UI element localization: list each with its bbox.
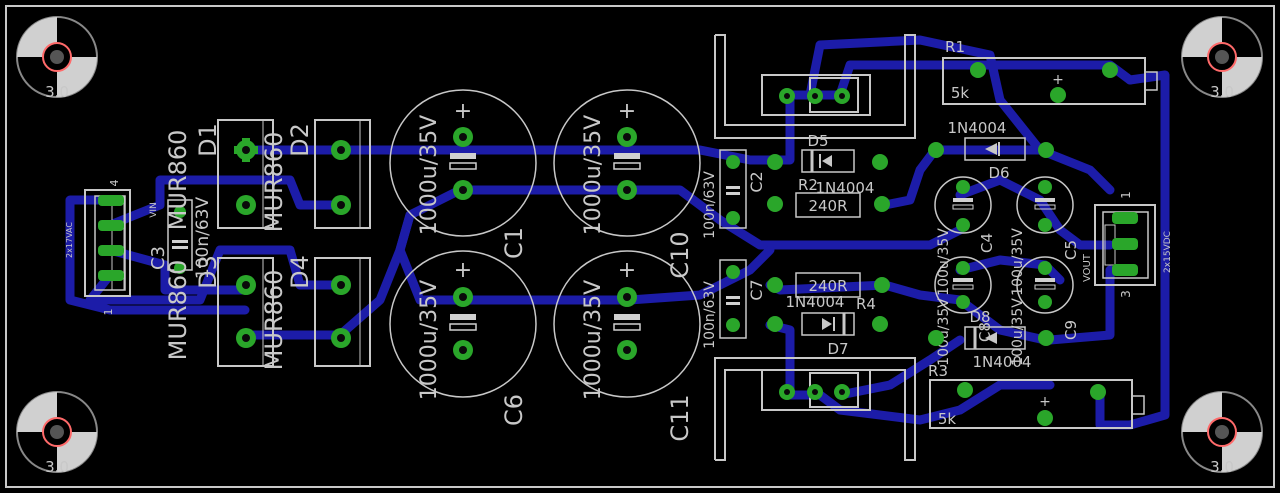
c4-value: 100u/35V [936,228,952,296]
d1-name: D1 [194,123,222,157]
resistor-r3: + R3 5k [928,362,1145,429]
mount-hole-bottom-left: 3.0 [16,391,98,476]
input-pin4-label: 4 [108,180,121,187]
c10-plus: + [618,99,636,124]
mount-hole-top-right: 3.0 [1181,16,1263,101]
board-outline [5,5,1275,488]
c1-name: C1 [500,227,528,259]
capacitor-c5: 100u/35V C5 [1010,176,1080,296]
capacitor-c3: C3 100n/63V [148,197,213,280]
input-pin1-label: 1 [102,309,115,316]
mount-hole-label: 3.0 [45,458,69,476]
output-connector: 1 3 VOUT 2x15VDC [1082,191,1173,298]
c3-value: 100n/63V [193,197,213,280]
r3-name: R3 [928,362,948,380]
d3-value: MUR860 [164,260,192,361]
r1-name: R1 [945,38,965,56]
output-pin3-label: 3 [1119,290,1133,298]
r2-name: R2 [798,176,818,194]
input-signal-label: VIN [149,202,159,218]
capacitor-c11: + 1000u/35V C11 [553,250,701,442]
c1-plus: + [454,99,472,124]
c2-value: 100n/63V [702,171,718,239]
r1-plus: + [1052,72,1064,88]
d5-name: D5 [807,132,828,150]
r3-plus: + [1039,394,1051,410]
d4-value: MUR860 [260,270,288,371]
c10-name: C10 [666,231,694,278]
r1-value: 5k [951,84,970,102]
diode-d6: 1N4004 D6 [928,119,1054,182]
capacitor-c1: + 1000u/35V C1 [389,89,537,259]
c5-name: C5 [1062,240,1080,260]
r4-value: 240R [808,277,847,295]
resistor-r4: 240R R4 [767,272,890,313]
c2-name: C2 [747,171,766,192]
regulator-lower [714,357,916,461]
d8-value: 1N4004 [973,353,1032,371]
d5-value: 1N4004 [816,179,875,197]
d1-value: MUR860 [164,130,192,231]
diode-d2: D2 MUR860 [260,119,371,233]
d6-name: D6 [988,164,1009,182]
regulator-upper-pads [779,88,850,104]
capacitor-c7: 100n/63V C7 [702,259,766,349]
input-net-label: 2x17VAC [65,222,74,258]
d4-name: D4 [286,255,314,289]
r4-name: R4 [856,295,876,313]
capacitor-c4: 100u/35V C4 [934,176,996,296]
c6-value: 1000u/35V [417,280,442,400]
d8-name: D8 [969,308,990,326]
resistor-r1: + R1 5k [942,38,1158,105]
output-pin1-label: 1 [1119,191,1133,199]
d7-name: D7 [827,340,848,358]
output-net-label: 2x15VDC [1163,231,1173,273]
input-connector: 2x17VAC 4 1 VIN [65,180,159,316]
capacitor-c2: 100n/63V C2 [702,149,766,239]
c3-name: C3 [148,246,169,270]
output-signal-label: VOUT [1082,253,1093,282]
c6-plus: + [454,258,472,283]
mount-hole-label: 3.0 [1210,458,1234,476]
c11-plus: + [618,258,636,283]
c5-value: 100u/35V [1010,228,1026,296]
capacitor-c10: + 1000u/35V C10 [553,89,701,279]
c1-value: 1000u/35V [417,115,442,235]
d3-name: D3 [194,255,222,289]
capacitor-c6: + 1000u/35V C6 [389,250,537,426]
mount-hole-bottom-right: 3.0 [1181,391,1263,476]
c4-name: C4 [978,233,996,253]
mount-hole-label: 3.0 [1210,83,1234,101]
c9-name: C9 [1062,320,1080,340]
regulator-lower-pads [779,384,850,400]
mount-hole-label: 3.0 [45,83,69,101]
diode-d3: D3 MUR860 [164,255,274,367]
c8-value: 100u/35V [936,298,952,366]
resistor-r2: R2 240R [767,176,890,218]
c11-name: C11 [666,394,694,441]
diode-d7: 1N4004 D7 [767,293,888,358]
diode-d1: D1 MUR860 [164,119,274,231]
d7-value: 1N4004 [786,293,845,311]
c10-value: 1000u/35V [581,115,606,235]
d2-name: D2 [286,123,314,157]
diode-d8: D8 1N4004 [928,308,1054,371]
c6-name: C6 [500,394,528,426]
c7-name: C7 [747,279,766,300]
d6-value: 1N4004 [948,119,1007,137]
c7-value: 100n/63V [702,281,718,349]
capacitor-c8: 100u/35V C8 [934,256,994,366]
d2-value: MUR860 [260,132,288,233]
diode-d4: D4 MUR860 [260,255,371,371]
r2-value: 240R [808,197,847,215]
r3-value: 5k [938,410,957,428]
regulator-upper [714,34,916,139]
mount-hole-top-left: 3.0 [16,16,98,101]
c11-value: 1000u/35V [581,280,606,400]
